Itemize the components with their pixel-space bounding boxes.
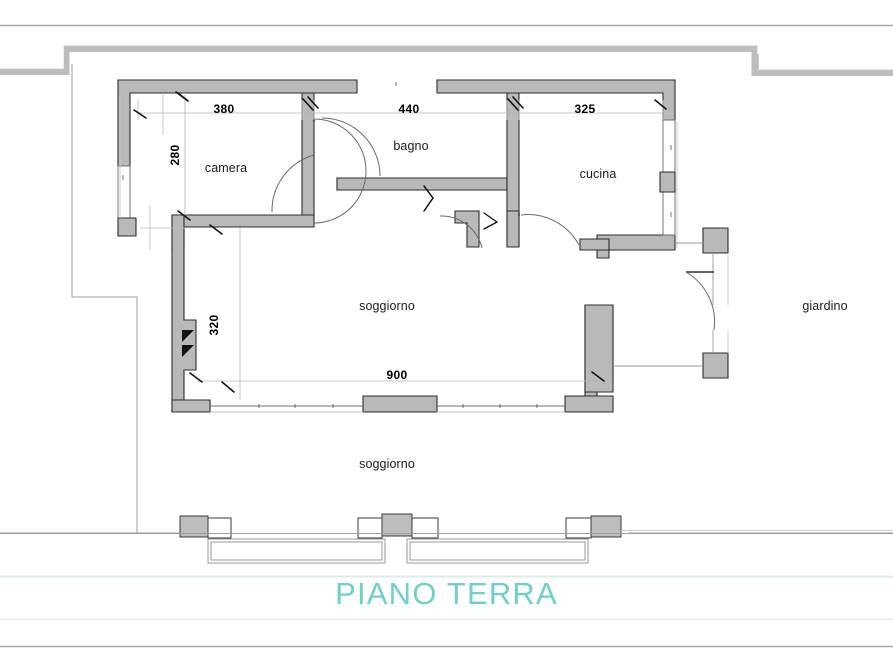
door-swings <box>271 117 716 331</box>
dimension-soggiorno-width: 900 <box>386 368 408 382</box>
dimension-cucina-width: 325 <box>574 102 596 116</box>
exterior-wall-top <box>0 45 893 77</box>
room-label-soggiorno: soggiorno <box>359 299 415 313</box>
door-leaves <box>313 119 520 216</box>
dimension-bagno-width: 440 <box>398 102 420 116</box>
construction-lines <box>140 95 185 250</box>
room-label-camera: camera <box>204 161 248 175</box>
dimension-camera-depth: 280 <box>168 144 182 166</box>
wall-hatch-marks <box>182 330 194 357</box>
site-outline <box>0 54 893 534</box>
title-band: PIANO TERRA <box>0 578 893 609</box>
window-tick-marks <box>122 82 672 408</box>
dimension-ticks <box>133 91 667 393</box>
room-label-bagno: bagno <box>393 139 429 153</box>
apartment-walls <box>117 79 729 413</box>
room-label-giardino: giardino <box>802 299 848 313</box>
terrace-structure <box>0 513 893 564</box>
page-title: PIANO TERRA <box>335 576 558 611</box>
dimension-camera-width: 380 <box>213 102 235 116</box>
dimension-soggiorno-depth: 320 <box>207 314 221 336</box>
thin-partitions <box>119 95 729 413</box>
room-label-cucina: cucina <box>579 167 617 181</box>
room-label-soggiorno-exterior: soggiorno <box>359 457 415 471</box>
